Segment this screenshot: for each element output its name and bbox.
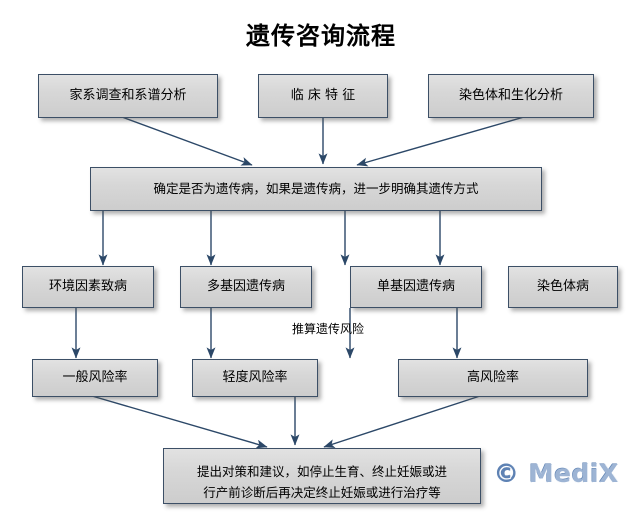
node-chromosome-biochem-label: 染色体和生化分析 bbox=[458, 87, 563, 103]
node-pedigree-analysis[interactable]: 家系调查和系谱分析 bbox=[38, 74, 218, 118]
node-chromosomal-disease-label: 染色体病 bbox=[536, 278, 589, 294]
node-clinical-features-label: 临 床 特 征 bbox=[290, 87, 356, 103]
node-high-risk-label: 高风险率 bbox=[466, 369, 519, 385]
watermark-brand: MediX bbox=[528, 459, 619, 488]
node-mild-risk[interactable]: 轻度风险率 bbox=[192, 359, 318, 397]
node-general-risk-label: 一般风险率 bbox=[62, 369, 128, 385]
node-chromosome-biochem[interactable]: 染色体和生化分析 bbox=[428, 74, 594, 118]
page-title: 遗传咨询流程 bbox=[246, 21, 396, 50]
node-recommendation[interactable]: 提出对策和建议，如停止生育、终止妊娠或进 行产前诊断后再决定终止妊娠或进行治疗等 bbox=[163, 448, 481, 504]
node-high-risk[interactable]: 高风险率 bbox=[398, 359, 588, 397]
node-monogenic-disease[interactable]: 单基因遗传病 bbox=[350, 266, 482, 308]
node-pedigree-analysis-label: 家系调查和系谱分析 bbox=[69, 87, 187, 103]
node-mild-risk-label: 轻度风险率 bbox=[222, 369, 288, 385]
watermark: © MediX bbox=[494, 459, 619, 488]
node-recommendation-line2: 行产前诊断后再决定终止妊娠或进行治疗等 bbox=[203, 485, 441, 501]
node-environmental-cause[interactable]: 环境因素致病 bbox=[22, 266, 154, 308]
node-polygenic-disease-label: 多基因遗传病 bbox=[206, 278, 285, 294]
node-chromosomal-disease[interactable]: 染色体病 bbox=[508, 266, 618, 308]
node-polygenic-disease[interactable]: 多基因遗传病 bbox=[180, 266, 312, 308]
node-determine-hereditary[interactable]: 确定是否为遗传病，如果是遗传病，进一步明确其遗传方式 bbox=[90, 167, 542, 211]
node-recommendation-line1: 提出对策和建议，如停止生育、终止妊娠或进 bbox=[196, 464, 447, 479]
node-environmental-cause-label: 环境因素致病 bbox=[48, 278, 127, 294]
copyright-icon: © bbox=[494, 459, 520, 488]
node-monogenic-disease-label: 单基因遗传病 bbox=[376, 278, 455, 294]
label-risk-estimation: 推算遗传风险 bbox=[292, 322, 365, 336]
node-general-risk[interactable]: 一般风险率 bbox=[32, 359, 158, 397]
node-determine-hereditary-label: 确定是否为遗传病，如果是遗传病，进一步明确其遗传方式 bbox=[153, 181, 479, 197]
node-clinical-features[interactable]: 临 床 特 征 bbox=[258, 74, 388, 118]
